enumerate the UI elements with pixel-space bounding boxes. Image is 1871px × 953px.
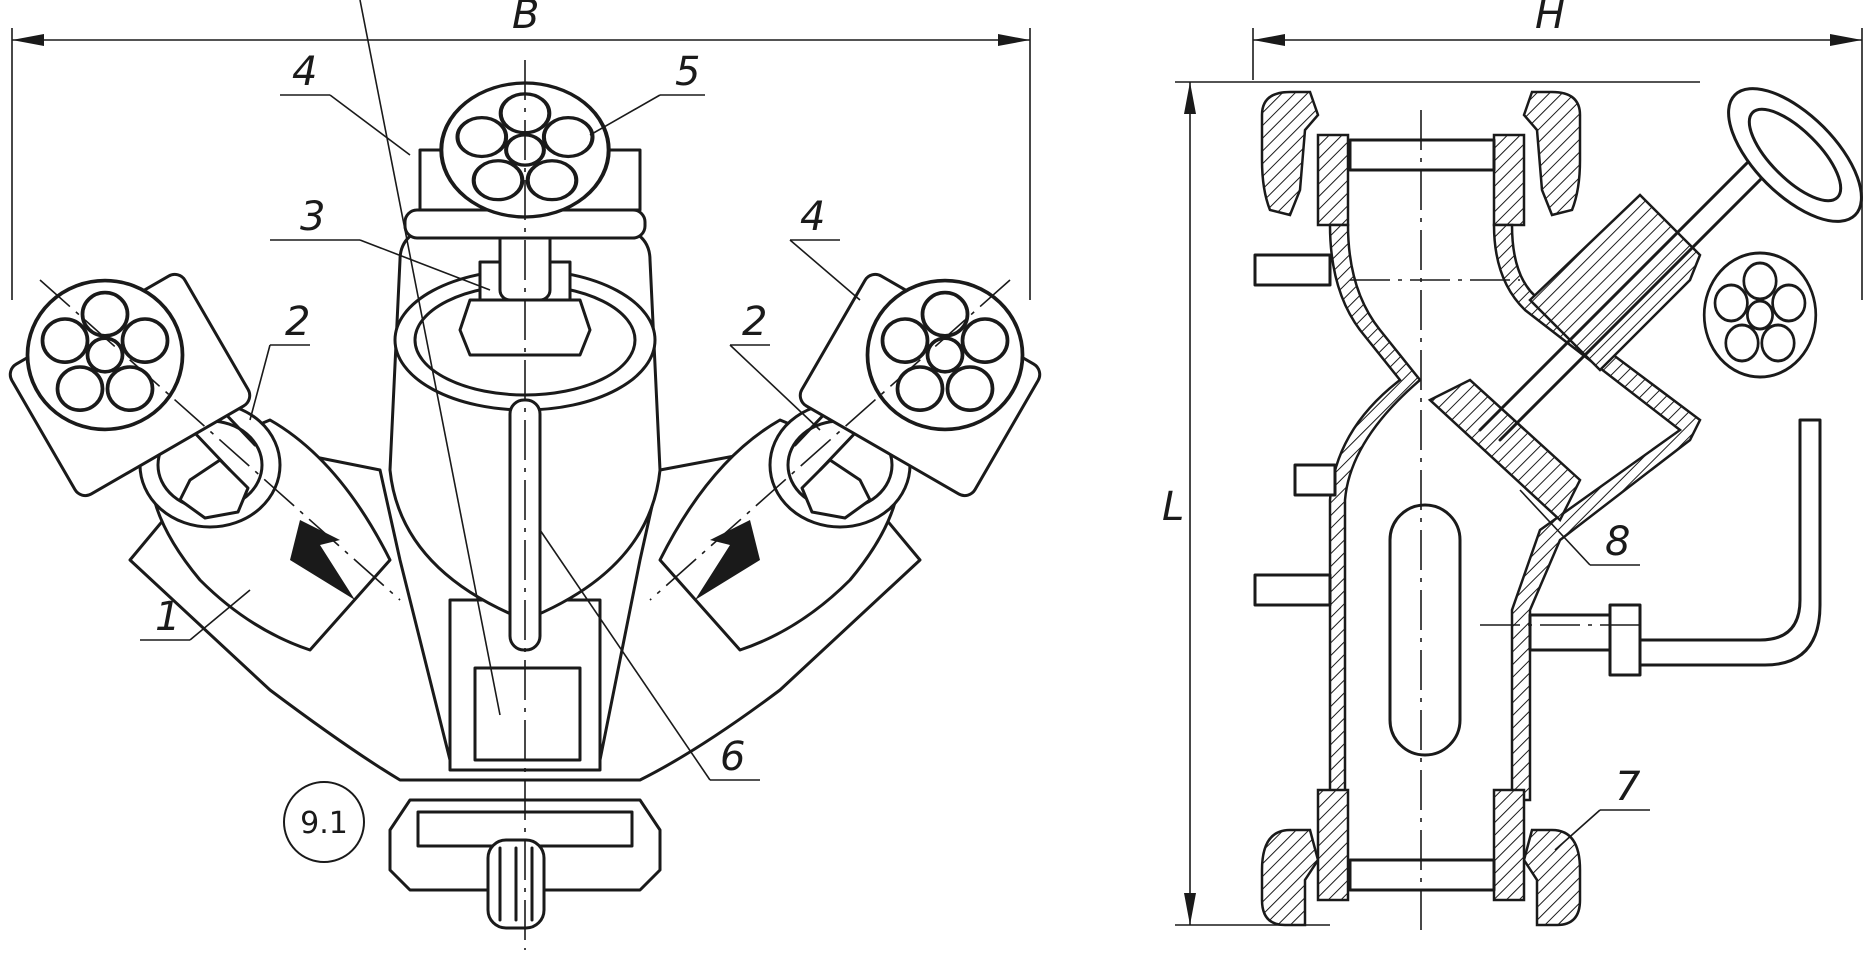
drain-pipe <box>1528 418 1822 667</box>
reference-label: 9.1 <box>300 806 348 841</box>
dim-l-label: L <box>1162 484 1184 530</box>
bottom-coupling <box>1260 788 1582 927</box>
valve-disc <box>1427 378 1582 523</box>
callout-2-right: 2 <box>742 299 767 345</box>
side-handwheel <box>1702 251 1818 379</box>
right-handwheel <box>865 278 1025 432</box>
callout-7: 7 <box>1615 764 1641 810</box>
sight-window <box>1388 503 1462 757</box>
dimension-l <box>1175 81 1700 926</box>
callout-3: 3 <box>300 194 325 240</box>
inclined-valve <box>1478 87 1863 442</box>
reference-circle <box>283 781 365 863</box>
callout-4-left: 4 <box>292 49 317 95</box>
callout-8: 8 <box>1605 519 1630 565</box>
top-coupling <box>1260 90 1582 227</box>
front-view <box>8 0 1042 950</box>
right-branch <box>649 272 1042 652</box>
callout-6: 6 <box>720 734 745 780</box>
nameplate <box>473 666 582 762</box>
section-body-right-wall <box>1492 223 1702 802</box>
dim-b-label: B <box>512 0 539 38</box>
left-handwheel <box>25 278 185 432</box>
left-branch <box>8 272 401 652</box>
dimension-b <box>11 28 1031 300</box>
callout-5: 5 <box>675 49 700 95</box>
callout-4-right: 4 <box>800 194 825 240</box>
side-section-view <box>1175 28 1863 935</box>
callout-2-left: 2 <box>285 299 310 345</box>
dimension-h <box>1252 28 1863 300</box>
dim-h-label: H <box>1535 0 1565 38</box>
callout-1: 1 <box>155 594 180 640</box>
leaders-front <box>140 0 861 781</box>
